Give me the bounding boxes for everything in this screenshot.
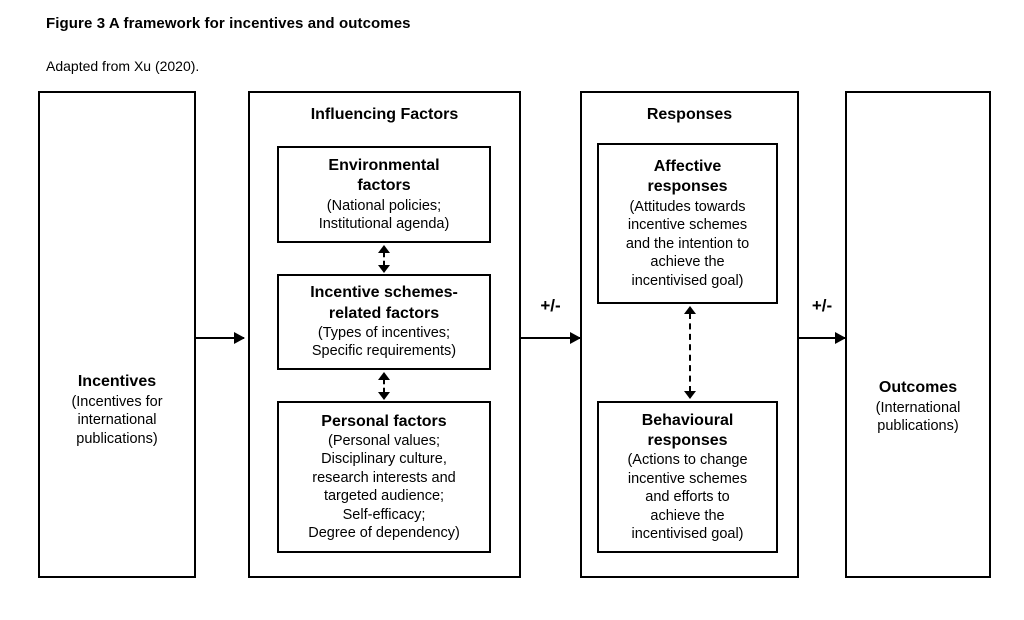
- incentive-schemes-related-factors-box: Incentive schemes- related factors (Type…: [277, 274, 491, 370]
- arrow-factors-to-responses: [521, 332, 581, 344]
- plus-minus-label-factors-to-responses: +/-: [540, 296, 561, 315]
- personal-factors-detail: (Personal values; Disciplinary culture, …: [308, 433, 460, 542]
- influencing-factors-heading: Influencing Factors: [310, 106, 459, 123]
- incentives-title: Incentives: [77, 373, 157, 390]
- responses-heading: Responses: [646, 106, 733, 123]
- dashed-arrow-environmental-to-incentive-schemes: [377, 245, 391, 273]
- outcomes-subtitle: (International publications): [875, 399, 961, 435]
- figure-source-note: Adapted from Xu (2020).: [46, 58, 200, 74]
- dashed-arrow-incentive-schemes-to-personal: [377, 372, 391, 400]
- incentives-box: Incentives (Incentives for international…: [38, 91, 196, 578]
- affective-responses-detail: (Attitudes towards incentive schemes and…: [625, 198, 750, 289]
- behavioural-responses-box: Behavioural responses (Actions to change…: [597, 401, 778, 553]
- figure-title: Figure 3 A framework for incentives and …: [46, 15, 411, 32]
- behavioural-responses-detail: (Actions to change incentive schemes and…: [627, 452, 748, 543]
- environmental-factors-box: Environmental factors (National policies…: [277, 146, 491, 243]
- influencing-factors-box: Influencing Factors Environmental factor…: [248, 91, 521, 578]
- affective-responses-box: Affective responses (Attitudes towards i…: [597, 143, 778, 304]
- incentive-schemes-related-factors-title: Incentive schemes- related factors: [310, 284, 458, 322]
- affective-responses-title: Affective responses: [647, 158, 728, 196]
- responses-box: Responses Affective responses (Attitudes…: [580, 91, 799, 578]
- behavioural-responses-title: Behavioural responses: [641, 411, 734, 449]
- outcomes-title: Outcomes: [878, 379, 958, 396]
- arrow-incentives-to-factors: [196, 332, 245, 344]
- dashed-arrow-affective-to-behavioural: [683, 306, 697, 399]
- environmental-factors-title: Environmental factors: [328, 156, 440, 195]
- outcomes-box: Outcomes (International publications): [845, 91, 991, 578]
- plus-minus-label-responses-to-outcomes: +/-: [811, 296, 833, 315]
- arrow-responses-to-outcomes: [799, 332, 846, 344]
- personal-factors-box: Personal factors (Personal values; Disci…: [277, 401, 491, 553]
- incentive-schemes-related-factors-detail: (Types of incentives; Specific requireme…: [311, 325, 457, 360]
- environmental-factors-detail: (National policies; Institutional agenda…: [318, 197, 450, 232]
- incentives-subtitle: (Incentives for international publicatio…: [71, 393, 163, 447]
- personal-factors-title: Personal factors: [321, 412, 447, 430]
